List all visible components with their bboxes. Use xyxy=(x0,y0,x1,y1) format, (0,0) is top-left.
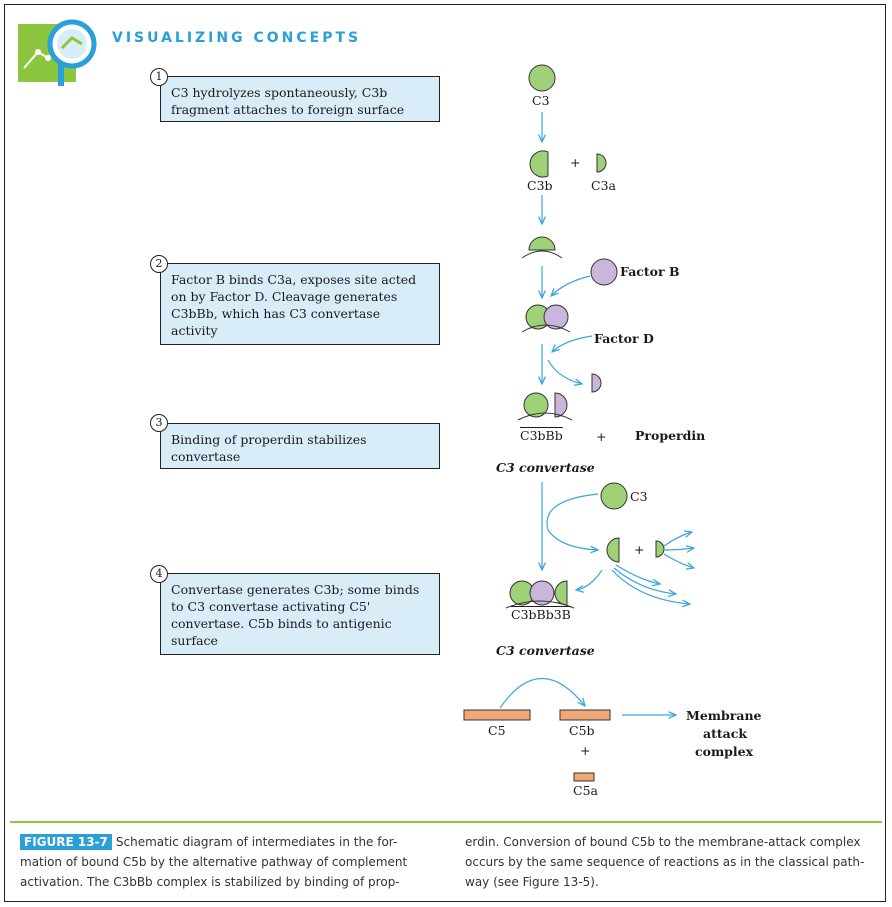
label-plus-2: + xyxy=(596,429,607,444)
caption-left-line-2: mation of bound C5b by the alternative p… xyxy=(20,855,408,869)
arrow-c3b-fan-2 xyxy=(613,567,676,594)
surface-arc-2 xyxy=(521,324,571,333)
caption-right: erdin. Conversion of bound C5b to the me… xyxy=(465,832,885,892)
label-c5: C5 xyxy=(488,723,506,738)
step-2-line-3: C3bBb, which has C3 convertase xyxy=(171,306,381,321)
c3b-right-molecule xyxy=(606,537,620,563)
step-3-line-2: convertase xyxy=(171,449,241,464)
label-factor-d: Factor D xyxy=(594,331,654,346)
step-4-line-1: Convertase generates C3b; some binds xyxy=(171,582,420,597)
figure-frame xyxy=(4,4,886,902)
surface-arc-1 xyxy=(521,250,563,259)
label-c5a: C5a xyxy=(573,783,598,798)
label-plus-1: + xyxy=(570,155,581,170)
ba-fragment xyxy=(591,373,602,393)
label-properdin: Properdin xyxy=(635,428,706,443)
step-2-number: 2 xyxy=(150,255,168,273)
label-attack: attack xyxy=(703,726,748,741)
arrow-c3-cleavage xyxy=(546,493,598,550)
arrow-c3a-2 xyxy=(663,548,694,550)
step-1-line-2: fragment attaches to foreign surface xyxy=(171,102,405,117)
c3-molecule xyxy=(528,64,556,92)
step-1-number: 1 xyxy=(150,68,168,86)
arrow-c3a-3 xyxy=(663,553,694,568)
surface-arc-3 xyxy=(517,412,573,421)
label-c3bbb3b: C3bBb3B xyxy=(511,607,571,622)
label-membrane: Membrane xyxy=(686,708,762,723)
arrow-c3b-fan-1 xyxy=(615,564,660,584)
step-1-box: C3 hydrolyzes spontaneously, C3b fragmen… xyxy=(160,76,440,122)
c3bbb-green xyxy=(523,392,549,418)
step-4-number: 4 xyxy=(150,565,168,583)
c3bbb-purple xyxy=(554,392,568,418)
c3b-bound-molecule xyxy=(528,236,556,251)
step-3-number: 3 xyxy=(150,414,168,432)
surface-arc-4 xyxy=(505,600,575,609)
label-plus-3: + xyxy=(634,542,645,557)
label-c3-right: C3 xyxy=(630,489,648,504)
c3-right-molecule xyxy=(600,482,628,510)
step-3-box: Binding of properdin stabilizes converta… xyxy=(160,423,440,469)
arrow-factor-b xyxy=(551,275,591,296)
c3a-right-fragment xyxy=(655,540,665,558)
arrow-ba-release xyxy=(547,359,582,384)
step-2-line-1: Factor B binds C3a, exposes site acted xyxy=(171,272,417,287)
arrow-c5-cleavage xyxy=(499,677,585,709)
c3bb-purple xyxy=(543,304,569,330)
label-factor-b: Factor B xyxy=(620,264,680,279)
arrow-c3b-to-complex xyxy=(576,569,603,590)
arrow-factor-d xyxy=(552,335,593,352)
c3a-fragment xyxy=(596,153,607,173)
caption-divider xyxy=(10,821,882,823)
caption-right-line-2: occurs by the same sequence of reactions… xyxy=(465,855,865,869)
visualizing-concepts-logo xyxy=(18,19,97,86)
label-c3-convertase-2: C3 convertase xyxy=(496,643,595,658)
step-2-box: Factor B binds C3a, exposes site acted o… xyxy=(160,263,440,345)
step-4-line-2: to C3 convertase activating C5' xyxy=(171,599,371,614)
label-plus-4: + xyxy=(580,743,591,758)
c5b-molecule xyxy=(559,709,611,721)
step-4-box: Convertase generates C3b; some binds to … xyxy=(160,573,440,655)
caption-left-text-1: Schematic diagram of intermediates in th… xyxy=(115,835,398,849)
caption-right-line-3: way (see Figure 13-5). xyxy=(465,875,599,889)
factor-b-molecule xyxy=(590,258,618,286)
c3b-molecule xyxy=(529,150,549,178)
c5-molecule xyxy=(463,709,531,721)
step-3-line-1: Binding of properdin stabilizes xyxy=(171,432,367,447)
label-c5b: C5b xyxy=(569,723,595,738)
label-c3-top: C3 xyxy=(532,93,550,108)
step-4-line-3: convertase. C5b binds to antigenic xyxy=(171,616,392,631)
arrow-c3b-fan-3 xyxy=(611,569,690,604)
step-1-line-1: C3 hydrolyzes spontaneously, C3b xyxy=(171,85,388,100)
c3bbb3b-green-2 xyxy=(554,580,568,606)
step-2-line-2: on by Factor D. Cleavage generates xyxy=(171,289,398,304)
section-header: VISUALIZING CONCEPTS xyxy=(112,30,362,46)
label-complex: complex xyxy=(695,744,754,759)
step-2-line-4: activity xyxy=(171,323,218,338)
arrow-c3a-1 xyxy=(663,532,692,547)
label-c3bbb: C3bBb xyxy=(520,428,563,443)
c5a-molecule xyxy=(573,772,595,782)
label-c3b: C3b xyxy=(527,178,553,193)
label-c3-convertase-1: C3 convertase xyxy=(496,460,595,475)
caption-right-line-1: erdin. Conversion of bound C5b to the me… xyxy=(465,835,861,849)
label-c3a: C3a xyxy=(591,178,616,193)
figure-tag: FIGURE 13-7 xyxy=(20,834,112,850)
caption-left-line-3: activation. The C3bBb complex is stabili… xyxy=(20,875,400,889)
c3bbb3b-purple xyxy=(529,580,555,606)
step-4-line-4: surface xyxy=(171,633,218,648)
